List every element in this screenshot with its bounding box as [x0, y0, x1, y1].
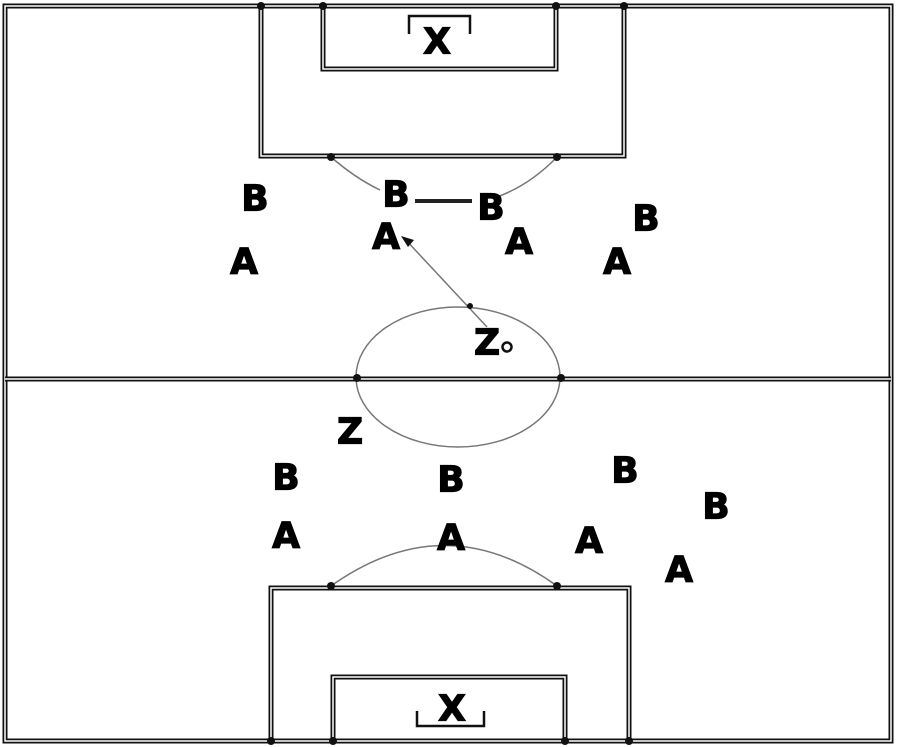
top-goal-corner-right-dot: [552, 2, 560, 10]
top-arc-left-dot: [327, 153, 335, 161]
bottom-goal-corner-right-dot: [561, 737, 569, 745]
bottom-penalty-arc: [330, 544, 558, 587]
top-goal-area-inner: [322, 5, 557, 70]
pass-arrow-head: [401, 236, 414, 247]
center-circle-right-dot: [557, 374, 565, 382]
bottom-arc-left-dot: [327, 582, 335, 590]
player-a-bottom-far-right: A: [665, 550, 693, 591]
player-a-top-center-left: A: [372, 217, 400, 258]
top-penalty-corner-right-dot: [620, 2, 628, 10]
player-b-top-left: B: [241, 179, 268, 220]
player-a-top-center-right: A: [505, 222, 533, 263]
pitch-boundary-inner: [4, 5, 892, 742]
top-arc-right-dot: [553, 153, 561, 161]
player-b-top-wall-left: B: [382, 175, 409, 216]
bottom-arc-right-dot: [553, 582, 561, 590]
player-b-top-right: B: [632, 199, 659, 240]
pitch-boundary: [2, 3, 894, 744]
player-b-bottom-center: B: [437, 460, 464, 501]
bottom-goal-corner-left-dot: [329, 737, 337, 745]
player-z-kicker: Z: [474, 323, 500, 364]
player-b-bottom-right: B: [611, 451, 638, 492]
top-penalty-corner-left-dot: [257, 2, 265, 10]
player-b-top-wall-right: B: [477, 188, 504, 229]
player-a-top-right: A: [603, 242, 631, 283]
top-penalty-arc-right: [496, 156, 558, 198]
player-a-bottom-center: A: [437, 518, 465, 559]
player-a-bottom-right: A: [575, 521, 603, 562]
pass-arrow-origin-dot: [467, 303, 473, 309]
top-goal-corner-left-dot: [319, 2, 327, 10]
players-layer: X B B B B A A A A Z Z B B B B A A A A X: [229, 21, 730, 730]
top-goal-bracket: [407, 14, 472, 34]
top-penalty-arc: [330, 156, 381, 191]
pass-arrow-line: [403, 237, 488, 328]
bottom-penalty-corner-right-dot: [625, 737, 633, 745]
player-b-bottom-far-right: B: [702, 487, 729, 528]
player-z-bottom: Z: [337, 412, 363, 453]
top-goalkeeper-x: X: [423, 22, 451, 63]
player-a-bottom-left: A: [272, 516, 300, 557]
bottom-goalkeeper-x: X: [438, 689, 466, 730]
bottom-goal-bracket: [415, 711, 486, 728]
bottom-goal-area-inner: [332, 676, 566, 742]
bottom-penalty-corner-left-dot: [267, 737, 275, 745]
center-circle-left-dot: [353, 374, 361, 382]
player-a-top-left: A: [230, 242, 258, 283]
ball-icon: [501, 341, 513, 353]
player-b-bottom-left: B: [272, 458, 299, 499]
